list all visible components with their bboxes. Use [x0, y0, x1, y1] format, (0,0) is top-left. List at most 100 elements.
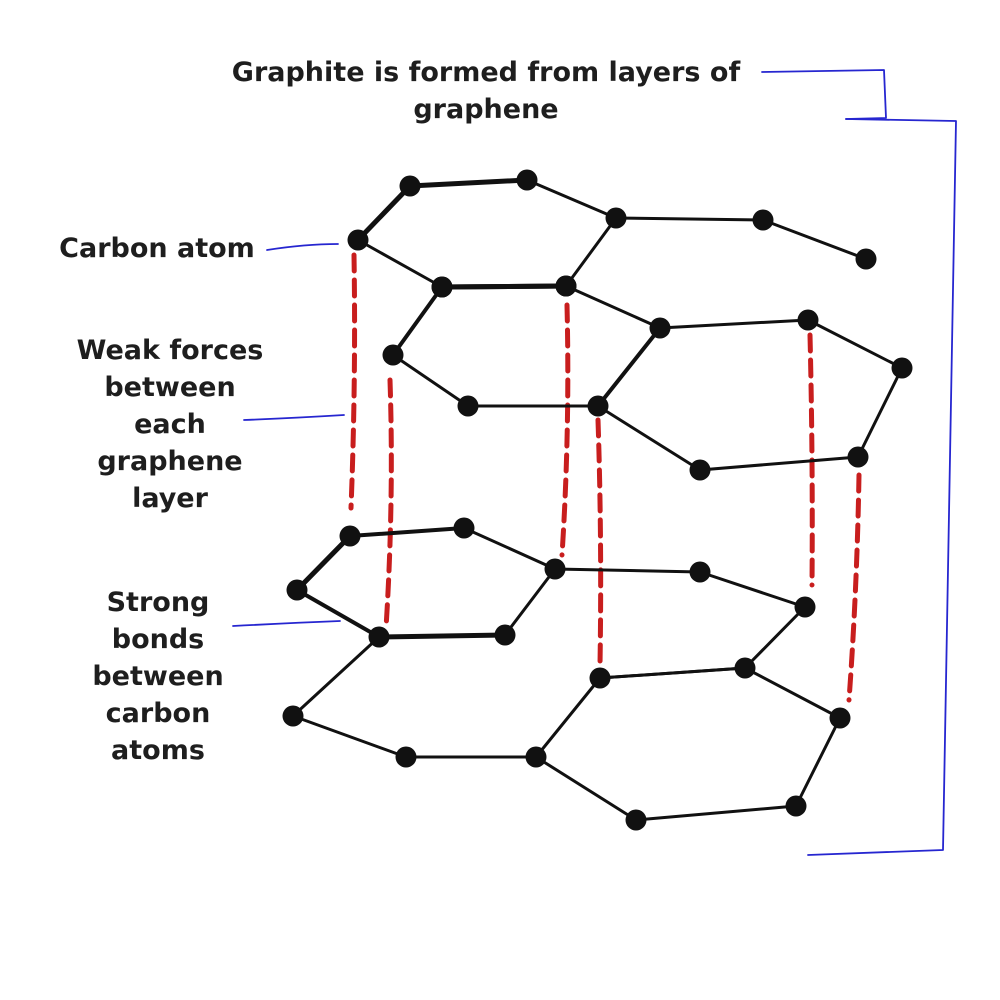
- carbon-atom: [794, 596, 816, 618]
- carbon-bond: [553, 567, 702, 574]
- carbon-bond: [598, 666, 747, 680]
- carbon-atom: [395, 746, 417, 768]
- layers-bracket: [807, 118, 957, 856]
- carbon-atom: [431, 276, 453, 298]
- carbon-atom: [286, 579, 308, 601]
- carbon-atom: [516, 169, 538, 191]
- carbon-bond: [439, 283, 569, 290]
- carbon-bond: [634, 804, 798, 822]
- carbon-atom: [399, 175, 421, 197]
- carbon-atom: [625, 809, 647, 831]
- graphene-layers: [282, 169, 913, 831]
- carbon-bond: [806, 318, 904, 370]
- carbon-bond: [525, 178, 618, 220]
- carbon-atom: [453, 517, 475, 539]
- carbon-atom: [589, 667, 611, 689]
- carbon-bond: [856, 366, 904, 459]
- carbon-bond: [391, 353, 470, 408]
- carbon-bond: [596, 404, 702, 472]
- strong-bonds-leader: [232, 620, 341, 627]
- weak-force-line: [348, 252, 358, 511]
- carbon-atom: [587, 395, 609, 417]
- label-carbon-atom: Carbon atom: [59, 233, 255, 264]
- carbon-atom: [734, 657, 756, 679]
- carbon-bond: [614, 216, 765, 222]
- carbon-bond: [294, 533, 353, 593]
- carbon-atom: [891, 357, 913, 379]
- carbon-atom: [382, 344, 404, 366]
- carbon-atom: [494, 624, 516, 646]
- graphene-layer-bottom: [282, 517, 851, 831]
- atoms: [382, 275, 913, 481]
- carbon-bond: [348, 526, 466, 538]
- carbon-atom: [347, 229, 369, 251]
- label-weak-forces: Weak forces between each graphene layer: [77, 335, 264, 514]
- carbon-atom: [847, 446, 869, 468]
- carbon-atom: [525, 746, 547, 768]
- carbon-atom: [797, 309, 819, 331]
- bonds: [355, 177, 868, 290]
- carbon-atom: [544, 558, 566, 580]
- carbon-bond: [291, 635, 381, 718]
- carbon-bond: [743, 605, 807, 670]
- carbon-atom: [649, 317, 671, 339]
- carbon-atom: [829, 707, 851, 729]
- carbon-atom: [855, 248, 877, 270]
- carbon-atom: [457, 395, 479, 417]
- carbon-atom-leader: [266, 243, 339, 251]
- bonds: [391, 283, 904, 472]
- weak-force-line: [559, 302, 571, 558]
- carbon-atom: [605, 207, 627, 229]
- weak-force-line: [383, 377, 394, 631]
- weak-force-line: [595, 417, 604, 668]
- weak-forces-line-3: each: [134, 409, 206, 440]
- carbon-atom: [689, 459, 711, 481]
- weak-forces-line-5: layer: [132, 483, 209, 514]
- carbon-atom: [785, 795, 807, 817]
- weak-force-line: [846, 472, 862, 703]
- carbon-bond: [291, 714, 408, 759]
- leader-lines: [232, 69, 957, 856]
- carbon-bond: [596, 326, 662, 408]
- weak-forces-line-4: graphene: [97, 446, 242, 477]
- strong-bonds-line-2: bonds: [112, 624, 205, 655]
- bonds: [291, 526, 842, 822]
- carbon-bond: [295, 588, 381, 639]
- carbon-atom: [282, 705, 304, 727]
- strong-bonds-line-3: between: [92, 661, 223, 692]
- strong-bonds-line-1: Strong: [107, 587, 210, 618]
- title-line-1: Graphite is formed from layers of: [232, 57, 741, 88]
- carbon-bond: [356, 238, 444, 289]
- carbon-atom: [752, 209, 774, 231]
- atoms: [282, 517, 851, 831]
- weak-forces-leader: [243, 414, 345, 421]
- label-strong-bonds: Strong bonds between carbon atoms: [92, 587, 223, 766]
- carbon-bond: [503, 567, 557, 637]
- weak-forces-line-1: Weak forces: [77, 335, 264, 366]
- carbon-bond: [743, 666, 842, 720]
- carbon-bond: [658, 318, 810, 330]
- carbon-bond: [564, 216, 618, 288]
- title-leader-line: [761, 69, 887, 120]
- carbon-bond: [376, 632, 508, 640]
- carbon-bond: [698, 570, 807, 609]
- carbon-bond: [407, 177, 530, 189]
- carbon-bond: [564, 284, 662, 330]
- carbon-bond: [534, 755, 638, 822]
- carbon-bond: [534, 676, 602, 759]
- carbon-atom: [555, 275, 577, 297]
- carbon-bond: [794, 716, 842, 808]
- strong-bonds-line-4: carbon: [106, 698, 211, 729]
- carbon-bond: [698, 455, 860, 472]
- title-line-2: graphene: [413, 94, 558, 125]
- carbon-atom: [689, 561, 711, 583]
- strong-bonds-line-5: atoms: [111, 735, 205, 766]
- weak-forces-line-2: between: [104, 372, 235, 403]
- carbon-atom: [339, 525, 361, 547]
- carbon-atom: [368, 626, 390, 648]
- carbon-bond: [391, 285, 444, 357]
- carbon-bond: [462, 526, 557, 571]
- graphene-layer-middle: [382, 275, 913, 481]
- carbon-bond: [355, 183, 413, 243]
